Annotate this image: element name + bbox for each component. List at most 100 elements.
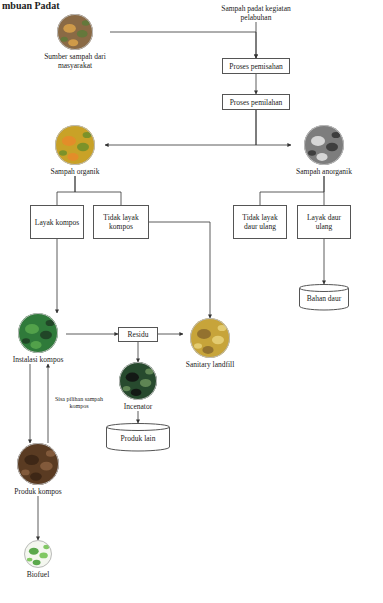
node-label: Bahan daur — [302, 294, 346, 303]
node-label: Sumber sampah dari masyarakat — [40, 52, 110, 70]
node-label: Tidak layak kompos — [97, 213, 145, 231]
photo-detail — [62, 136, 76, 146]
flow-connector — [30, 364, 31, 443]
node-label: Sampah organik — [45, 167, 105, 176]
photo-detail — [30, 472, 42, 480]
photo-detail — [61, 37, 68, 42]
node-label: Produk lain — [109, 434, 167, 443]
node-label: Layak kompos — [34, 218, 80, 227]
storage-cylinder: Produk lain — [106, 423, 170, 451]
photo-detail — [68, 39, 78, 46]
node-label: Sampah padat kegiatan pelabuhan — [215, 4, 297, 22]
picture-node: Incenator — [113, 362, 163, 411]
photo-illustration — [17, 443, 59, 485]
flow-connector — [256, 110, 291, 145]
photo-content — [57, 14, 93, 50]
photo-detail — [33, 560, 41, 565]
photo-ground — [17, 443, 59, 485]
photo-ground — [18, 313, 58, 353]
photo-detail — [24, 455, 39, 465]
photo-illustration — [119, 362, 157, 400]
node-label: Sanitary landfill — [183, 360, 237, 369]
flow-connector — [256, 74, 257, 94]
photo-detail — [194, 343, 202, 349]
photo-ground — [304, 125, 344, 165]
photo-detail — [40, 462, 53, 471]
photo-detail — [308, 150, 316, 156]
picture-node: Sanitary landfill — [183, 318, 237, 369]
process-box: Layak daur ulang — [297, 205, 351, 239]
node-label: Proses pemilahan — [226, 98, 286, 107]
node-label: Instalasi kompos — [10, 355, 66, 364]
photo-detail — [40, 331, 52, 339]
node-label: Proses pemisahan — [226, 62, 286, 71]
photo-detail — [29, 548, 39, 555]
photo-detail — [27, 558, 33, 562]
node-label: Layak daur ulang — [301, 213, 347, 231]
photo-detail — [67, 153, 78, 161]
photo-detail — [30, 341, 41, 349]
photo-illustration — [24, 540, 52, 568]
photo-content — [18, 313, 58, 353]
flow-connector — [158, 334, 183, 335]
node-label: Biofuel — [18, 570, 58, 579]
photo-detail — [63, 24, 76, 33]
node-label: Tidak layak daur ulang — [237, 213, 283, 231]
photo-rim — [56, 126, 95, 165]
process-box: Proses pemilahan — [222, 94, 290, 110]
photo-rim — [191, 319, 230, 358]
photo-detail — [21, 469, 29, 475]
photo-rim — [18, 444, 59, 485]
process-box: Tidak layak daur ulang — [233, 205, 287, 239]
source-text: Sampah padat kegiatan pelabuhan — [215, 4, 297, 22]
photo-detail — [197, 329, 211, 339]
process-box: Residu — [118, 327, 158, 342]
cylinder-top — [300, 285, 349, 292]
flow-connector — [38, 496, 39, 540]
picture-node: Sampah anorganik — [291, 125, 357, 176]
photo-detail — [123, 386, 131, 391]
photo-detail — [311, 136, 325, 146]
photo-detail — [77, 30, 88, 38]
picture-node: Produk kompos — [10, 443, 66, 496]
node-label: Sampah anorganik — [291, 167, 357, 176]
photo-rim — [120, 363, 157, 400]
flow-connector — [110, 32, 256, 58]
photo-detail — [131, 389, 142, 396]
flow-connector — [105, 110, 256, 145]
photo-detail — [25, 324, 39, 334]
photo-ground — [190, 318, 230, 358]
photo-illustration — [190, 318, 230, 358]
node-label: Residu — [122, 330, 154, 339]
photo-rim — [25, 541, 52, 568]
flow-connector — [138, 342, 139, 362]
photo-detail — [202, 346, 213, 354]
photo-ground — [57, 14, 93, 50]
photo-ground — [55, 125, 95, 165]
photo-rim — [58, 15, 93, 50]
storage-cylinder: Bahan daur — [299, 284, 349, 310]
photo-illustration — [57, 14, 93, 50]
photo-detail — [316, 153, 327, 161]
photo-detail — [326, 143, 338, 151]
node-label: Incenator — [113, 402, 163, 411]
photo-rim — [305, 126, 344, 165]
photo-ground — [24, 540, 52, 568]
photo-ground — [119, 362, 157, 400]
photo-illustration — [55, 125, 95, 165]
photo-illustration — [18, 313, 58, 353]
title-text: mbuan Padat — [2, 0, 60, 11]
flow-connector — [57, 239, 58, 313]
photo-detail — [39, 552, 47, 558]
photo-detail — [126, 373, 139, 382]
photo-detail — [59, 150, 67, 156]
photo-content — [304, 125, 344, 165]
node-label: Produk kompos — [10, 487, 66, 496]
flow-connector — [138, 411, 139, 423]
process-box: Proses pemisahan — [222, 58, 290, 74]
photo-detail — [140, 379, 151, 387]
picture-node: Instalasi kompos — [10, 313, 66, 364]
photo-detail — [212, 336, 224, 344]
